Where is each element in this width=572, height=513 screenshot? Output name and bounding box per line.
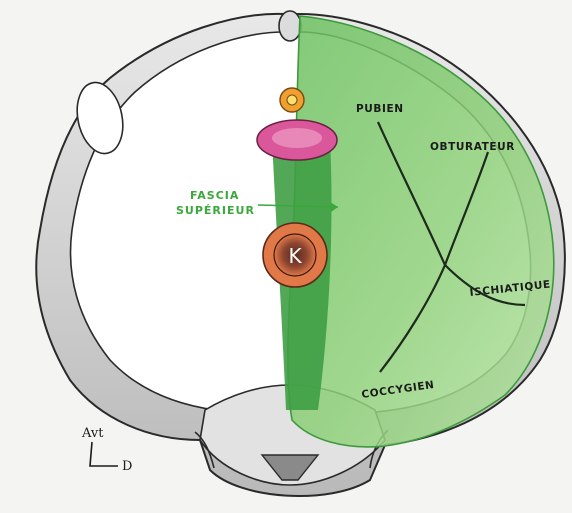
orientation-marker: Avt D bbox=[81, 426, 132, 474]
urethra bbox=[280, 88, 304, 112]
orientation-anterior-label: Avt bbox=[81, 426, 104, 441]
label-obturateur: OBTURATEUR bbox=[430, 141, 515, 153]
label-pubien: PUBIEN bbox=[356, 103, 404, 115]
orientation-right-label: D bbox=[122, 459, 132, 474]
rectum-symbol: K bbox=[288, 244, 302, 268]
pubic-symphysis bbox=[279, 11, 301, 41]
orientation-axes-icon bbox=[90, 442, 118, 466]
label-fascia-line2: SUPÉRIEUR bbox=[176, 204, 255, 217]
rectum: K bbox=[263, 223, 327, 287]
vagina bbox=[257, 120, 337, 160]
label-fascia-line1: FASCIA bbox=[190, 189, 239, 202]
